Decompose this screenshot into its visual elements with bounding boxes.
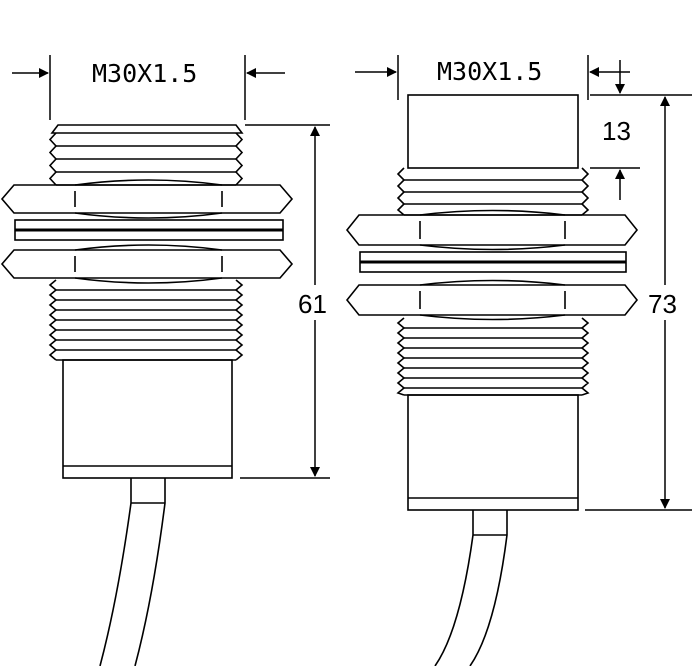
thread-profile (580, 167, 590, 216)
thread-profile (48, 132, 58, 186)
thread-profile (234, 279, 244, 361)
left-dimensions (12, 55, 330, 479)
cable-edge (469, 510, 508, 666)
hex-nut (345, 214, 639, 246)
hex-nut (0, 249, 294, 279)
right-thread-label: M30X1.5 (437, 57, 542, 86)
thread-profile (396, 167, 406, 216)
left-thread-label: M30X1.5 (92, 59, 197, 88)
right-cap-label: 13 (602, 116, 631, 146)
sensor-body (62, 359, 233, 479)
thread-top-chamfer (50, 124, 244, 134)
nut-face (74, 244, 223, 284)
right-dimensions (355, 55, 692, 511)
hex-nut (345, 284, 639, 316)
right-length-label: 73 (648, 289, 677, 319)
cable-edge (99, 478, 132, 666)
left-length-label: 61 (298, 289, 327, 319)
hex-nut (0, 184, 294, 214)
thread-profile (48, 279, 58, 361)
nut-face (419, 209, 566, 251)
thread-profile (234, 132, 244, 186)
sensor-cap (407, 94, 579, 169)
left-sensor (0, 124, 294, 666)
cable-edge (434, 510, 474, 666)
nut-face (419, 279, 566, 321)
cable-edge (134, 478, 166, 666)
nut-face (74, 179, 223, 219)
thread-profile (396, 317, 406, 396)
thread-profile (580, 317, 590, 396)
right-sensor (345, 94, 639, 666)
sensor-body (407, 394, 579, 511)
